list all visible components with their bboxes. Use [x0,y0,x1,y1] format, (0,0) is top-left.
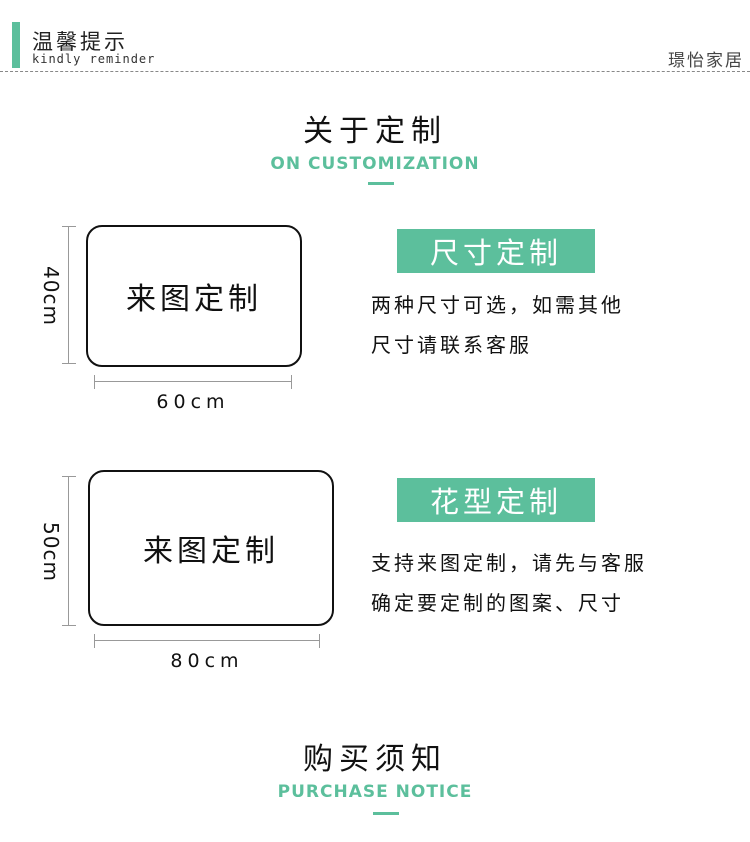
purchase-underline [373,812,399,815]
width-label-2: 80cm [170,650,244,672]
purchase-subtitle: PURCHASE NOTICE [277,782,473,802]
header-title: 温馨提示 [32,30,128,54]
pattern-description: 支持来图定制，请先与客服 确定要定制的图案、尺寸 [371,543,647,623]
width-dimension-line [94,375,292,389]
header-divider [0,71,750,72]
pattern-desc-line-1: 支持来图定制，请先与客服 [371,551,647,575]
size-sample-card: 来图定制 [86,225,302,367]
customization-underline [368,182,394,185]
pattern-card-text: 来图定制 [143,534,279,569]
size-card-text: 来图定制 [126,282,262,317]
brand-name: 璟怡家居 [668,51,744,71]
height-label-2: 50cm [39,522,63,582]
pattern-customization-tag: 花型定制 [397,478,595,522]
width-label: 60cm [156,391,230,413]
purchase-title: 购买须知 [303,742,447,777]
height-dimension-line-2 [62,476,76,626]
pattern-desc-line-2: 确定要定制的图案、尺寸 [371,591,624,615]
size-desc-line-1: 两种尺寸可选，如需其他 [371,293,624,317]
width-dimension-line-2 [94,634,320,648]
height-dimension-line [62,226,76,364]
customization-title: 关于定制 [303,114,447,149]
header-subtitle: kindly reminder [32,52,156,66]
size-customization-tag: 尺寸定制 [397,229,595,273]
size-description: 两种尺寸可选，如需其他 尺寸请联系客服 [371,285,624,365]
header-accent-bar [12,22,20,68]
size-desc-line-2: 尺寸请联系客服 [371,333,532,357]
pattern-sample-card: 来图定制 [88,470,334,626]
height-label: 40cm [39,266,63,326]
customization-subtitle: ON CUSTOMIZATION [270,154,480,174]
